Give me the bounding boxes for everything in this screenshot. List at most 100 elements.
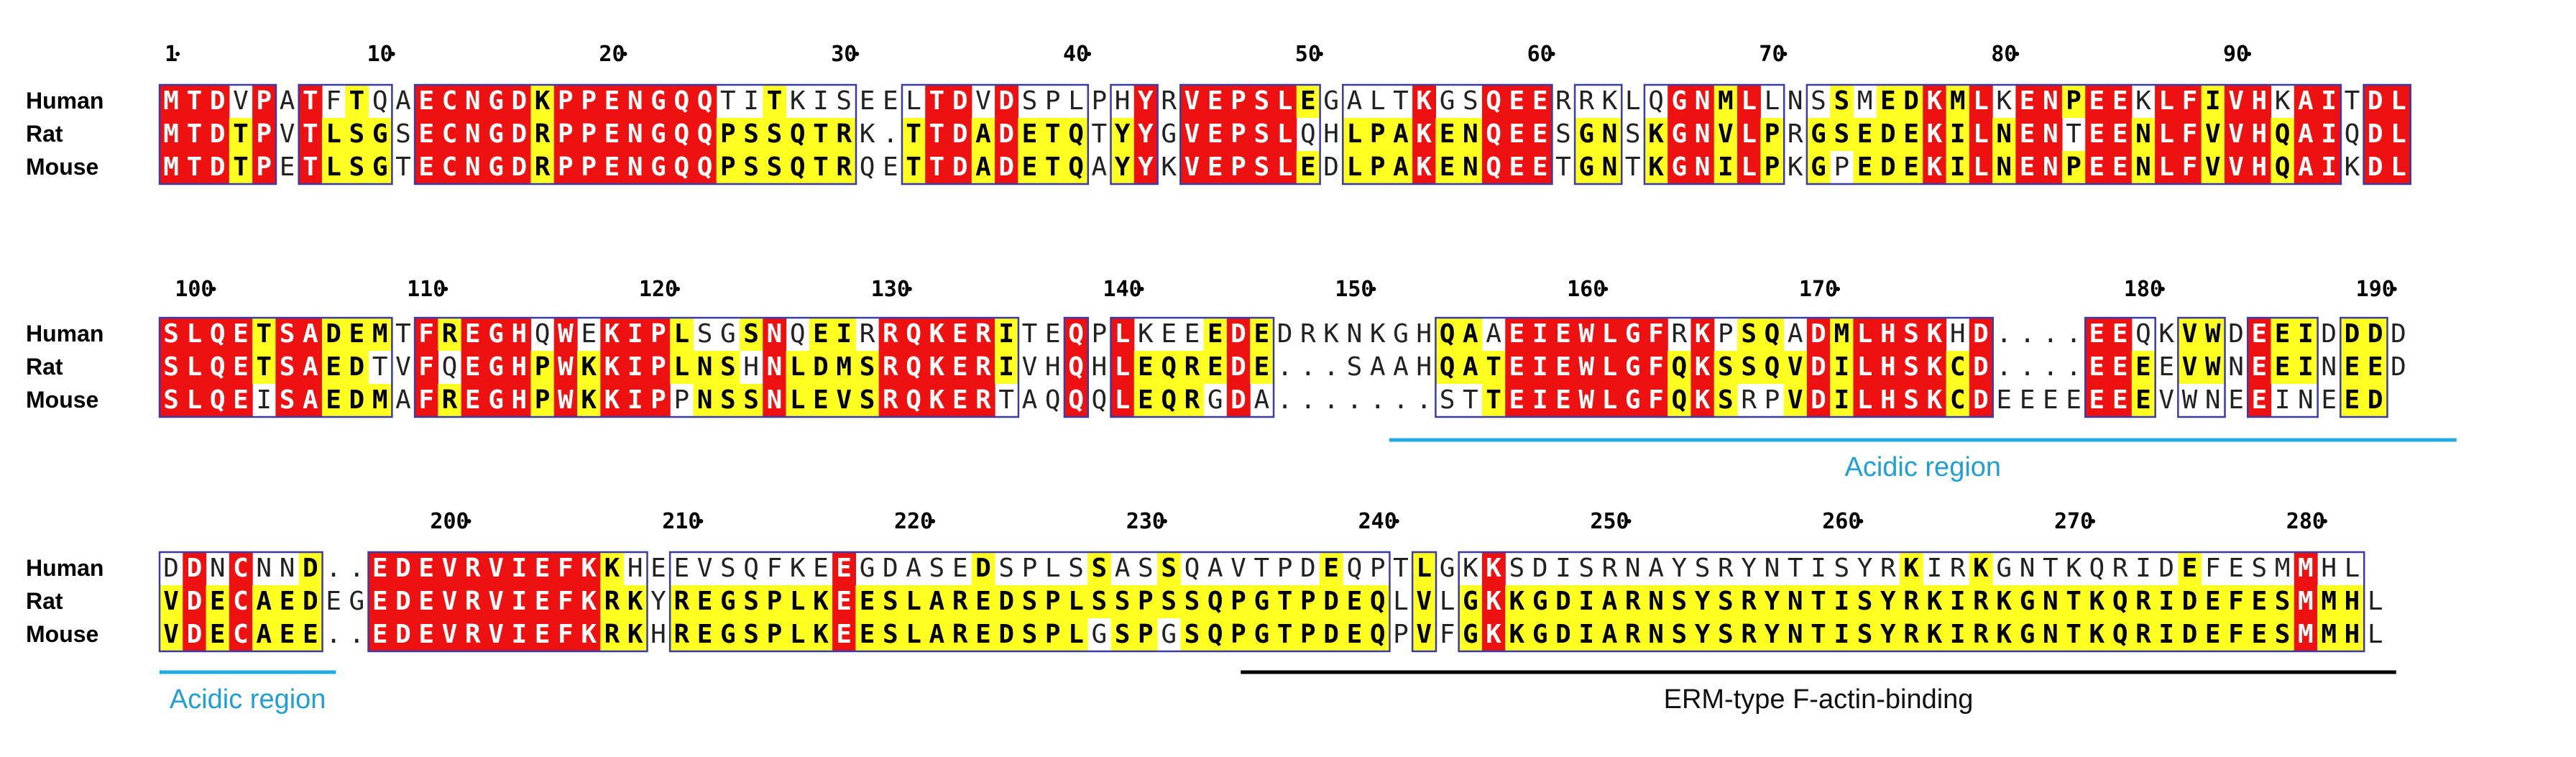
residue: L [1115,319,1131,349]
residue: D [1880,152,1896,182]
position-tick-label: 180 [2124,277,2163,302]
residue: Q [1765,352,1780,382]
similar-residue-bg [321,351,346,384]
identical-column-bg [275,318,300,417]
similar-residue-bg [600,585,625,618]
similar-residue-bg [1900,118,1923,151]
residue: K [929,385,945,415]
residue: L [790,620,806,649]
residue: E [1022,119,1038,149]
similar-residue-bg [1343,118,1367,151]
similar-residue-bg [2224,618,2248,651]
residue: H [511,385,527,415]
tick-dot [443,287,448,291]
residue: R [604,620,620,649]
identical-column-bg [1226,85,1251,184]
residue: K [1996,86,2012,116]
residue: Q [673,152,689,182]
residue: C [233,587,249,616]
residue: D [210,152,226,182]
identical-column-bg [1250,85,1274,184]
residue: S [720,352,736,382]
residue: P [1091,319,1107,349]
residue: S [1161,554,1177,583]
similar-residue-bg [2131,585,2156,618]
similar-residue-bg [2085,618,2110,651]
similar-residue-bg [2131,151,2156,184]
residue: K [1463,554,1478,583]
similar-residue-bg [2271,618,2295,651]
residue: S [163,385,179,415]
residue: L [790,587,806,616]
residue: G [488,385,504,415]
residue: T [906,152,921,182]
residue: S [1115,620,1131,649]
similar-residue-bg [1783,384,1808,417]
conservation-box [1342,83,1553,185]
residue: G [1532,620,1548,649]
similar-residue-bg [1806,585,1831,618]
residue: Q [1347,554,1363,583]
residue: D [187,554,203,583]
residue: Q [1208,620,1223,649]
residue: R [1741,620,1757,649]
residue: K [2158,319,2174,349]
similar-residue-bg [1180,618,1205,651]
tick-dot [2091,519,2096,523]
residue: E [2089,86,2105,116]
residue: N [767,319,783,349]
residue: K [1927,152,1943,182]
residue: K [1903,554,1919,583]
similar-residue-bg [1157,585,1181,618]
residue: P [1277,554,1293,583]
residue: E [1208,119,1223,149]
similar-residue-bg [716,151,740,184]
identical-column-bg [646,85,671,184]
identical-column-bg [484,552,508,651]
residue: G [1671,119,1687,149]
residue: W [558,319,574,349]
similar-residue-bg [740,118,763,151]
residue: K [1486,587,1501,616]
residue: T [187,152,203,182]
similar-residue-bg [1668,618,1692,651]
residue: Q [1161,385,1177,415]
conservation-box [2363,83,2412,185]
residue: Q [790,152,806,182]
residue: P [558,119,574,149]
residue: S [1718,352,1734,382]
identical-column-bg [832,552,856,651]
residue: S [1857,620,1873,649]
residue: L [1973,86,1989,116]
similar-residue-bg [2178,552,2202,585]
residue: D [2368,86,2383,116]
residue: T [1811,620,1826,649]
residue: R [2135,620,2151,649]
similar-residue-bg [1018,618,1042,651]
conservation-box [298,83,393,185]
species-label: Rat [26,354,63,380]
identical-column-bg [553,552,578,651]
residue: E [836,587,852,616]
similar-residue-bg [693,585,717,618]
similar-residue-bg [2085,585,2110,618]
residue: S [1718,385,1734,415]
residue: L [673,352,689,382]
residue: D [326,319,341,349]
similar-residue-bg [1830,585,1854,618]
residue: Q [1486,152,1501,182]
tick-dot [1394,519,1399,523]
identical-column-bg [1505,318,1530,417]
residue: I [1950,620,1966,649]
residue: E [883,152,898,182]
residue: E [1440,119,1455,149]
similar-residue-bg [1714,585,1738,618]
residue: K [860,119,875,149]
tick-dot [907,287,912,291]
residue: E [233,319,249,349]
similar-residue-bg [2201,151,2225,184]
residue: P [535,385,551,415]
residue: S [163,352,179,382]
identical-column-bg [2085,318,2110,417]
residue: D [1532,554,1548,583]
